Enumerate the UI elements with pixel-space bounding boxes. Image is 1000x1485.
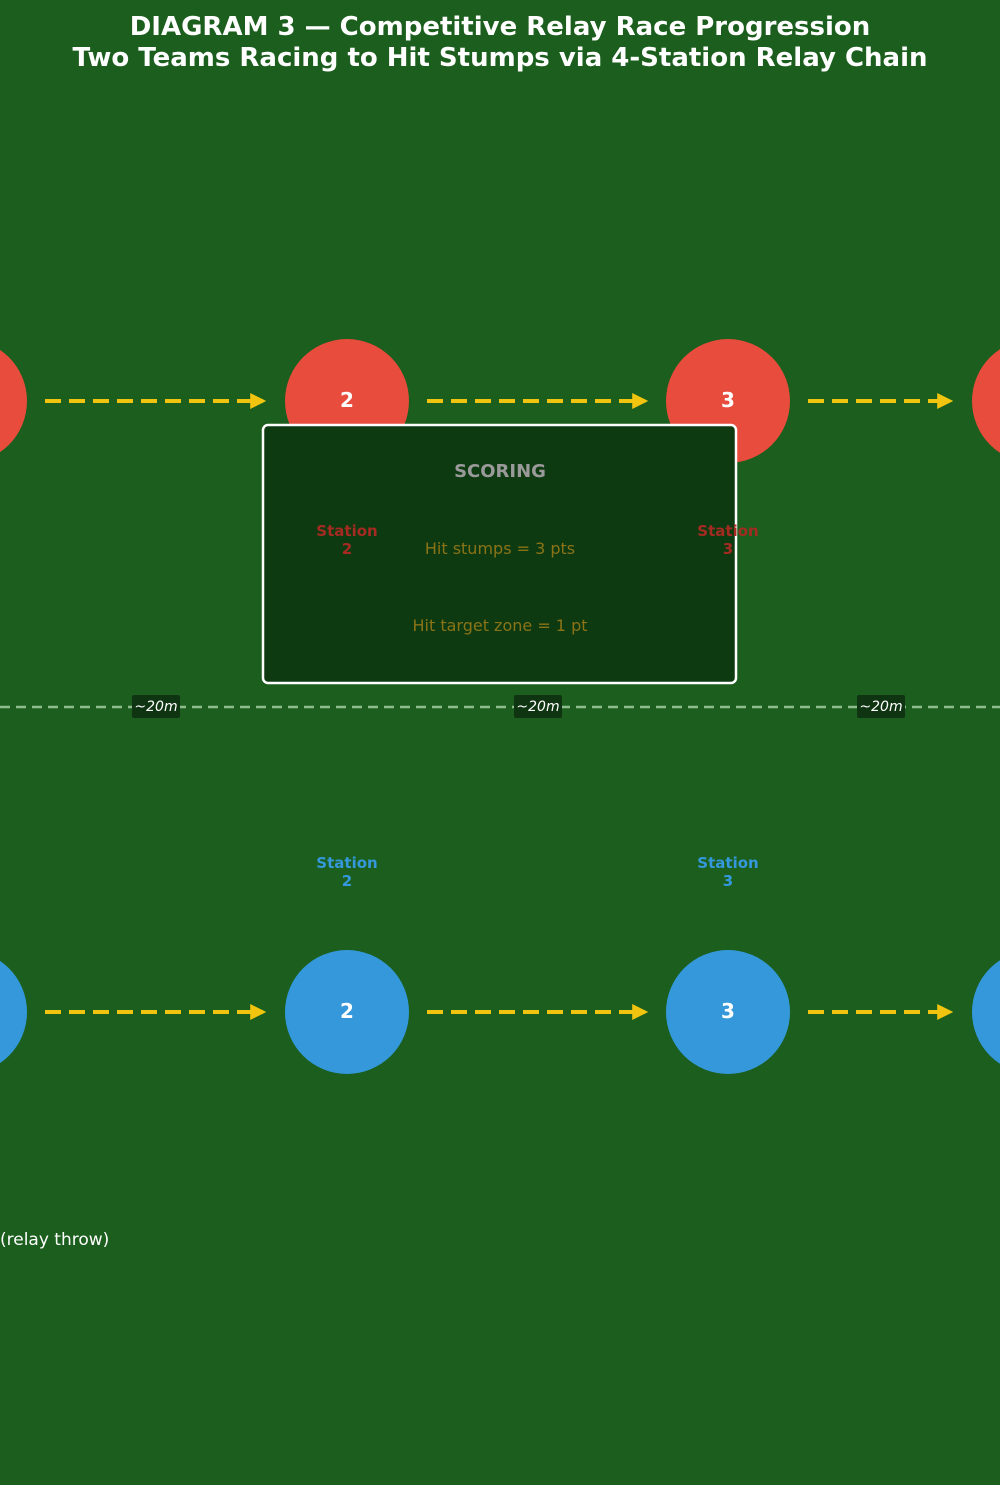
distance-label: ~20m [516, 699, 559, 715]
scoring-panel: SCORING Hit stumps = 3 pts Hit target zo… [261, 423, 738, 685]
blue-station-3: 3 [666, 950, 790, 1074]
distance-tag-bg [514, 695, 562, 718]
blue-station-3-label-number: 3 [723, 872, 733, 890]
distance-tag-1: ~20m [132, 695, 180, 718]
blue-station-2-label: Station [316, 854, 377, 872]
scoring-title: SCORING [454, 461, 546, 482]
red-station-3-label: Station [697, 522, 758, 540]
distance-label: ~20m [859, 699, 902, 715]
blue-station-circle [972, 960, 1000, 1064]
distance-tag-2: ~20m [514, 695, 562, 718]
scoring-rule-target-zone: Hit target zone = 1 pt [412, 616, 587, 635]
red-station-circle [972, 349, 1000, 453]
distance-tag-bg [857, 695, 905, 718]
distance-tag-3: ~20m [857, 695, 905, 718]
blue-station-circle [0, 960, 27, 1064]
red-station-1: 1 [0, 349, 27, 453]
blue-station-4: 4 [972, 960, 1000, 1064]
distance-label: ~20m [134, 699, 177, 715]
blue-station-1: 1 [0, 960, 27, 1064]
blue-station-circle [285, 950, 409, 1074]
blue-station-2: 2 [285, 950, 409, 1074]
scoring-rule-stumps: Hit stumps = 3 pts [425, 539, 575, 558]
station-number: 3 [721, 999, 735, 1023]
diagram-title: DIAGRAM 3 — Competitive Relay Race Progr… [130, 12, 871, 42]
red-station-circle [0, 349, 27, 453]
red-station-2-label: Station [316, 522, 377, 540]
station-number: 3 [721, 388, 735, 412]
legend-relay-throw: (relay throw) [0, 1230, 109, 1250]
blue-station-3-label: Station [697, 854, 758, 872]
red-station-4: 4 [972, 349, 1000, 453]
distance-tag-bg [132, 695, 180, 718]
diagram-subtitle: Two Teams Racing to Hit Stumps via 4-Sta… [72, 43, 927, 73]
red-station-3-label-number: 3 [723, 540, 733, 558]
blue-station-circle [666, 950, 790, 1074]
scoring-panel-box [261, 423, 738, 685]
blue-station-2-label-number: 2 [342, 872, 352, 890]
station-number: 2 [340, 388, 354, 412]
red-station-2-label-number: 2 [342, 540, 352, 558]
station-number: 2 [340, 999, 354, 1023]
